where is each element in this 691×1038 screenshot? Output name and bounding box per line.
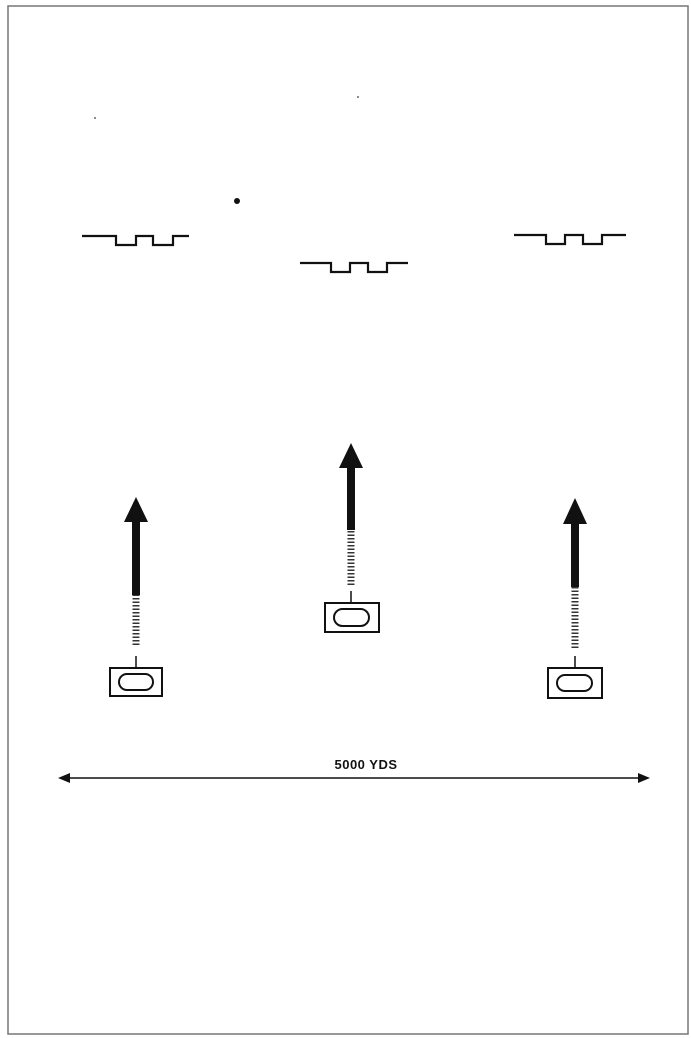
- advance-arrow-right: [563, 498, 587, 648]
- speck: [94, 117, 96, 119]
- target-symbol-center: [300, 261, 408, 274]
- ship-marker-left: [109, 656, 163, 697]
- target-symbol-left: [82, 234, 189, 247]
- page-border: [7, 5, 689, 1035]
- speck: [357, 96, 359, 98]
- ship-marker-right: [547, 656, 603, 699]
- speck: [234, 198, 240, 204]
- ship-marker-center: [324, 591, 380, 633]
- advance-arrow-left: [124, 497, 148, 645]
- dimension-line: [58, 773, 650, 783]
- distance-label: 5000 YDS: [334, 757, 398, 772]
- target-symbol-right: [514, 233, 626, 246]
- advance-arrow-center: [339, 443, 363, 585]
